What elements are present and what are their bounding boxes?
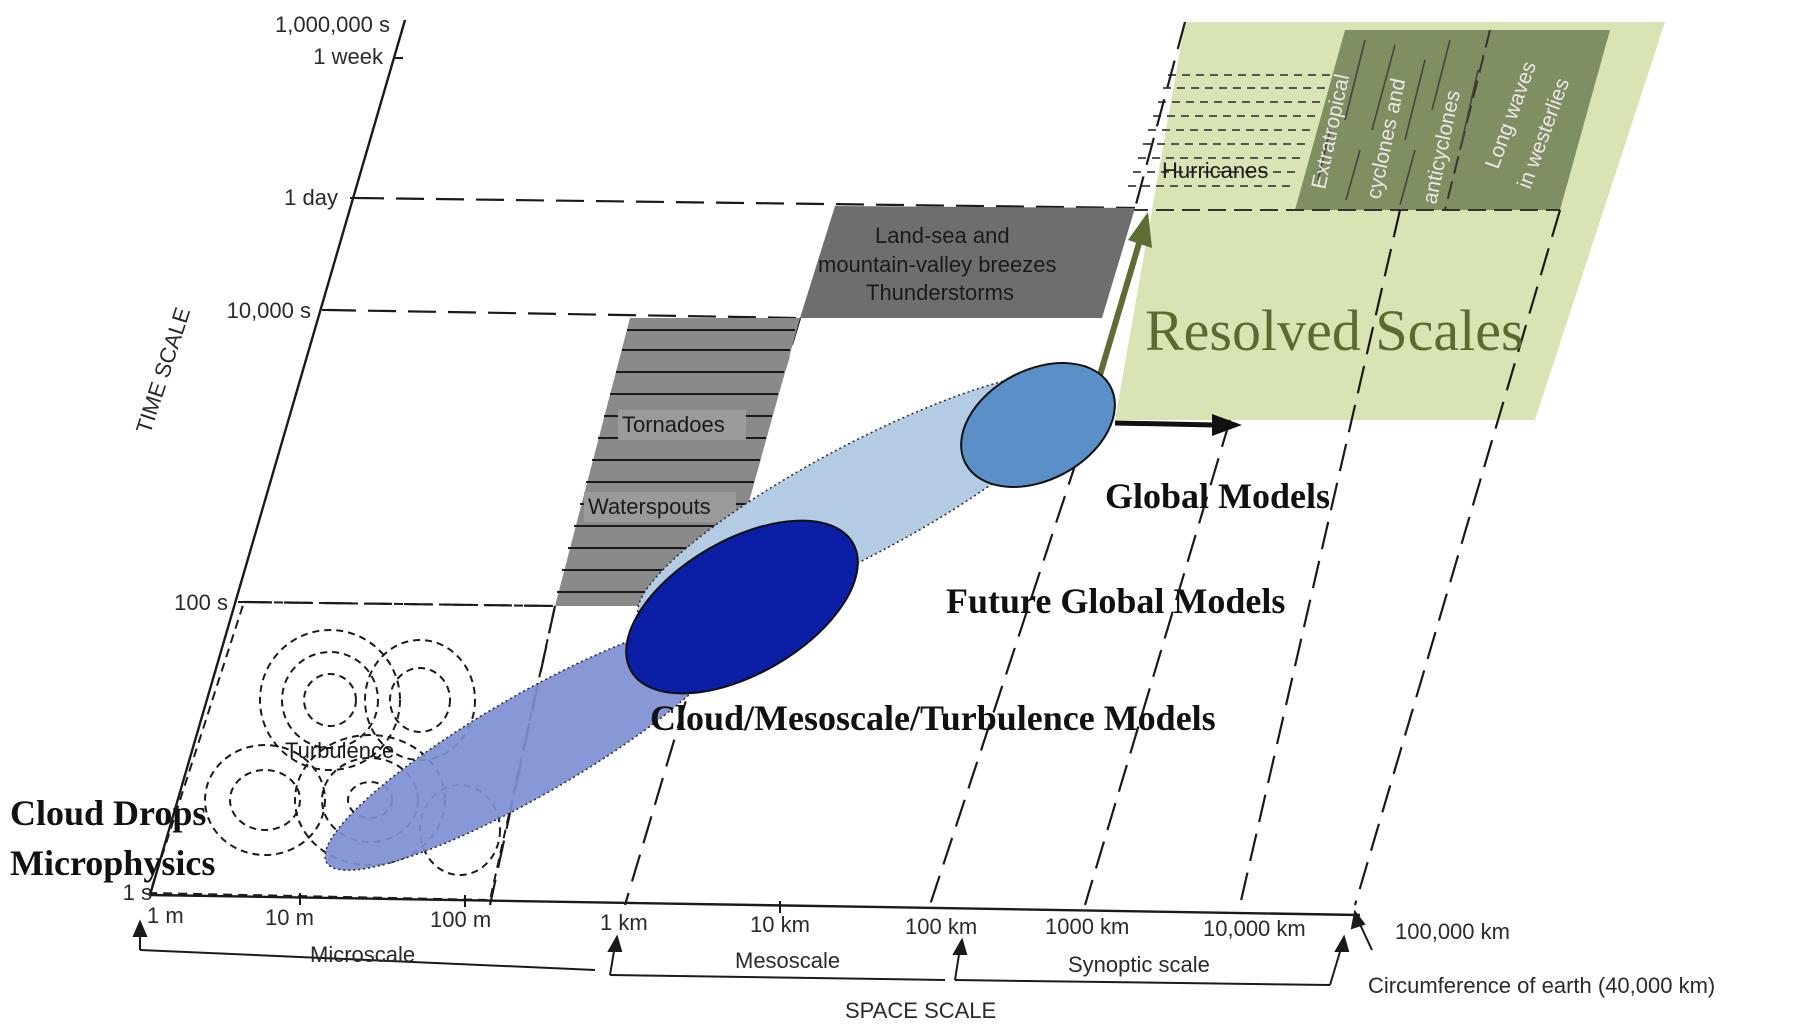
time-tick-1s: 1 s xyxy=(123,880,152,905)
space-tick-10m: 10 m xyxy=(265,905,314,930)
waterspout-label-bg xyxy=(584,492,736,522)
mesoscale-label: Mesoscale xyxy=(735,948,840,973)
time-axis xyxy=(148,19,407,896)
global-model-ellipse xyxy=(960,362,1116,488)
microscale-label: Microscale xyxy=(310,942,415,967)
space-tick-10km: 10 km xyxy=(750,912,810,937)
space-axis-title: SPACE SCALE xyxy=(845,998,996,1023)
synoptic-dark-band xyxy=(1295,30,1610,210)
time-tick-1week: 1 week xyxy=(313,44,384,69)
cloud-resolving-ellipse xyxy=(625,519,859,695)
cloud-models-label: Cloud/Mesoscale/Turbulence Models xyxy=(650,698,1216,738)
breezes-line3: Thunderstorms xyxy=(866,280,1014,305)
space-tick-1m: 1 m xyxy=(147,903,184,928)
day-line xyxy=(355,196,1136,210)
time-tick-1day: 1 day xyxy=(284,185,338,210)
waterspouts-label: Waterspouts xyxy=(588,494,711,519)
turbulence-box xyxy=(148,600,557,902)
time-resolution-arrow xyxy=(1097,212,1152,376)
space-axis-ticks xyxy=(299,893,781,913)
global-models-label: Global Models xyxy=(1105,476,1330,516)
space-tick-10000km: 10,000 km xyxy=(1203,916,1306,941)
breezes-line2: mountain-valley breezes xyxy=(818,252,1056,277)
tornadoes-label: Tornadoes xyxy=(622,412,725,437)
turbulence-label: Turbulence xyxy=(285,738,394,763)
time-axis-title: TIME SCALE xyxy=(131,304,195,436)
time-axis-ticks xyxy=(238,57,403,603)
breezes-line1: Land-sea and xyxy=(875,223,1010,248)
tenk-line xyxy=(327,308,801,320)
hurricane-hatch xyxy=(1128,74,1335,187)
time-tick-100s: 100 s xyxy=(174,590,228,615)
space-tick-100m: 100 m xyxy=(430,907,491,932)
time-tick-1000000s: 1,000,000 s xyxy=(275,12,390,37)
cloud-drops-label: Cloud Drops xyxy=(10,793,206,833)
space-axis xyxy=(149,893,1361,917)
space-tick-100km: 100 km xyxy=(905,914,977,939)
hurricanes-label: Hurricanes xyxy=(1162,158,1268,183)
extratropical-hatch xyxy=(1317,39,1479,206)
circumference-label: Circumference of earth (40,000 km) xyxy=(1368,973,1715,998)
future-global-models-label: Future Global Models xyxy=(946,581,1285,621)
time-tick-10000s: 10,000 s xyxy=(227,298,311,323)
space-tick-1000km: 1000 km xyxy=(1045,914,1129,939)
space-resolution-arrow xyxy=(1114,414,1242,436)
scale-brackets xyxy=(132,909,1373,986)
space-tick-100000km: 100,000 km xyxy=(1395,919,1510,944)
resolved-scales-label: Resolved Scales xyxy=(1145,298,1524,363)
synoptic-scale-label: Synoptic scale xyxy=(1068,952,1210,977)
microphysics-label: Microphysics xyxy=(10,843,215,883)
tornado-label-bg xyxy=(618,410,746,440)
breezes-box xyxy=(800,206,1135,318)
space-tick-1km: 1 km xyxy=(600,910,648,935)
